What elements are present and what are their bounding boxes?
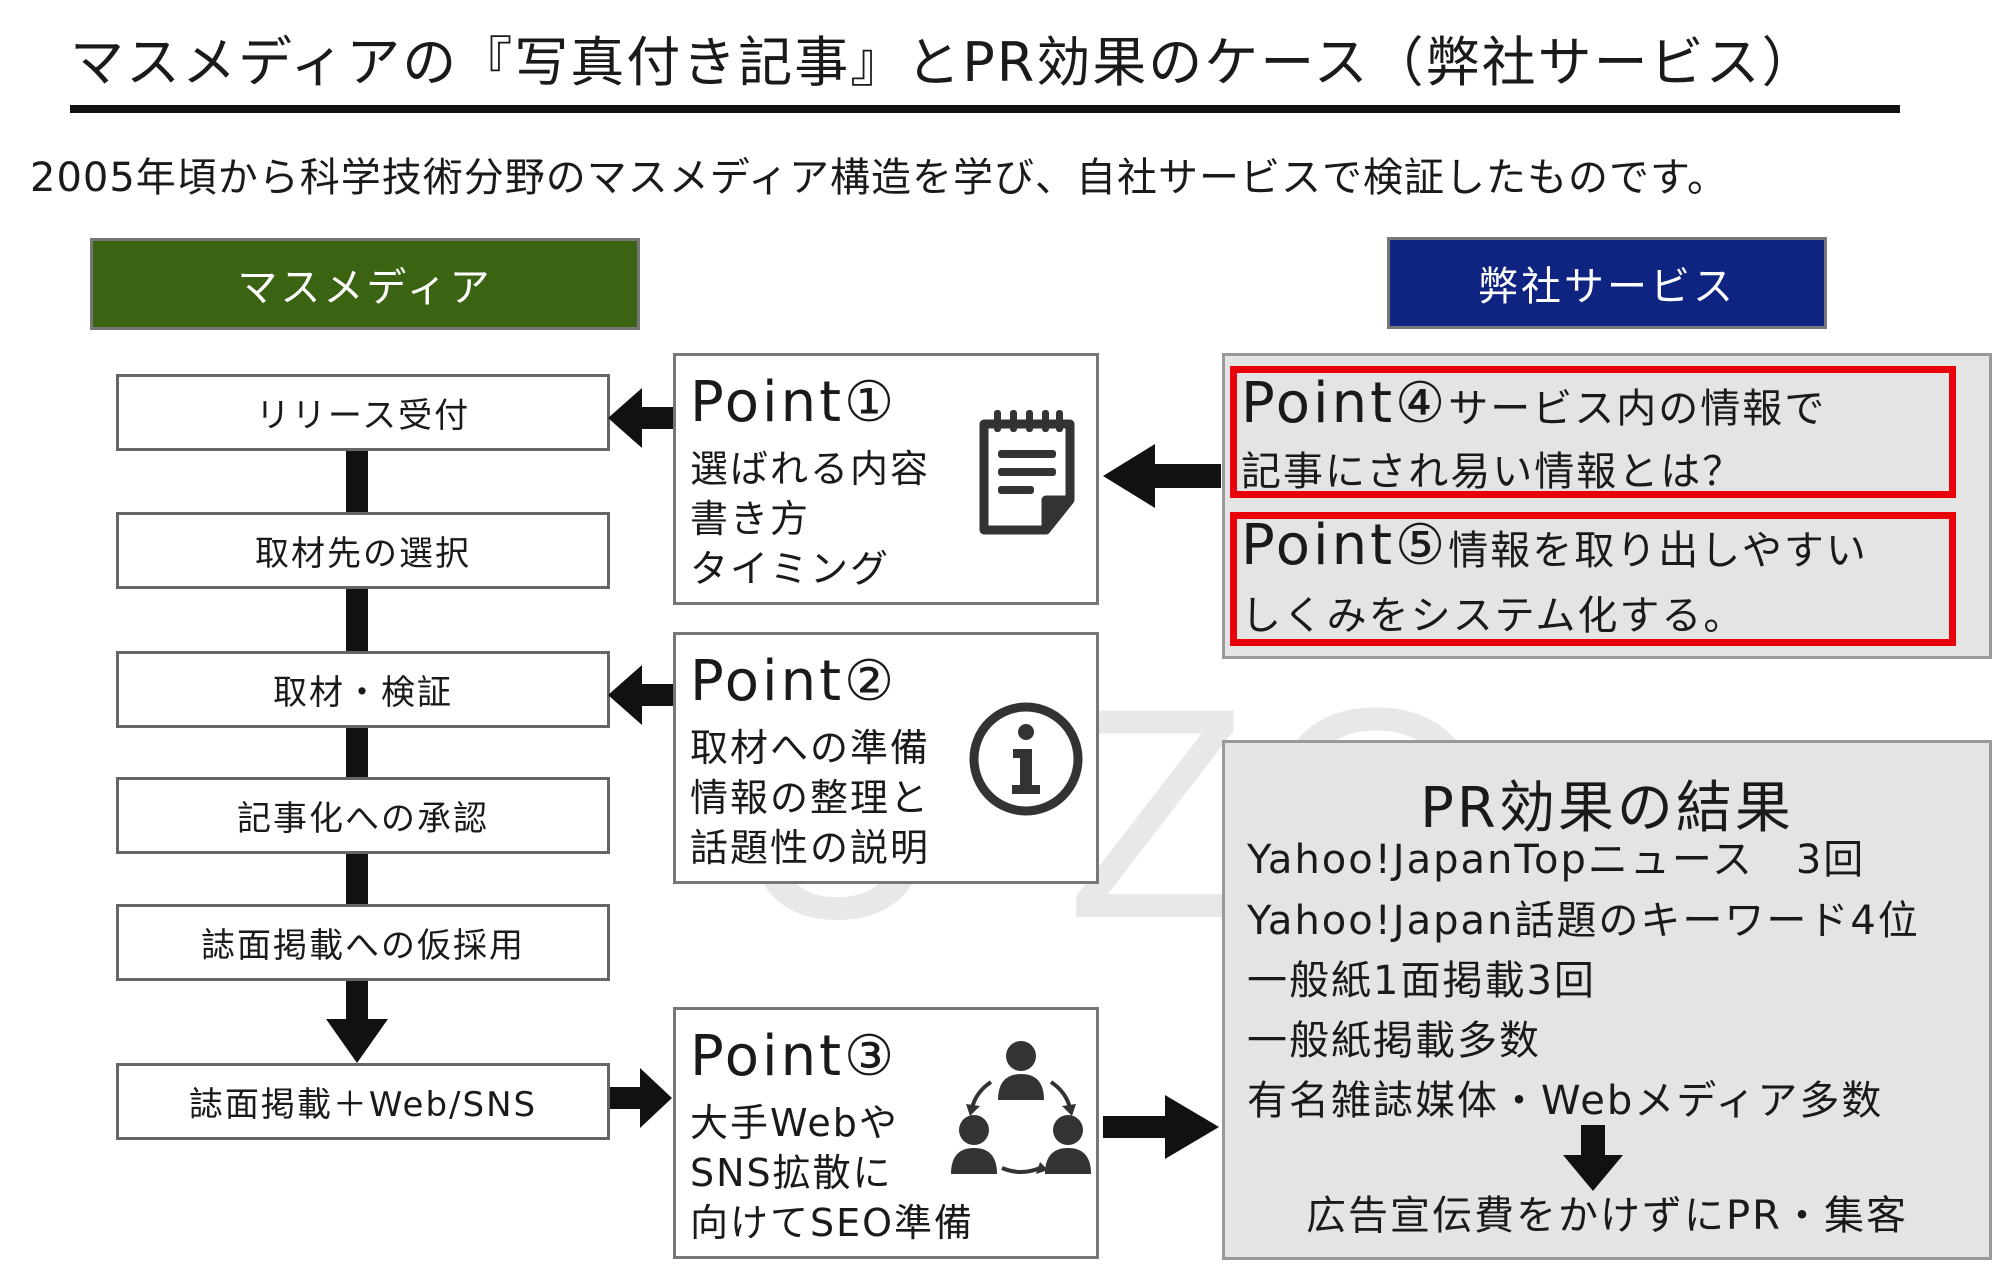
flow-connector [346,728,368,777]
flow-step-publication: 誌面掲載＋Web/SNS [116,1063,610,1140]
arrow-left-icon [608,665,674,725]
result-item: 有名雑誌媒体・Webメディア多数 [1247,1078,1884,1124]
point-label: Point① [690,370,898,435]
flow-connector [346,981,368,1021]
service-points-panel [1222,353,1992,659]
point-line: 情報を取り出しやすい [1448,528,1868,574]
result-item: 一般紙掲載多数 [1247,1018,1541,1064]
result-item: Yahoo!JapanTopニュース 3回 [1247,837,1866,883]
point-line: SNS拡散に [690,1151,893,1195]
point-line: 情報の整理と [690,776,931,820]
mass-media-header: マスメディア [90,238,640,330]
flow-connector [346,589,368,651]
flow-step-release: リリース受付 [116,374,610,451]
point-line: 記事にされ易い情報とは？ [1241,449,1745,495]
point-line: 取材への準備 [690,726,931,770]
service-point-box-4: Point④サービス内の情報で 記事にされ易い情報とは？ [1230,366,1956,498]
result-title: PR効果の結果 [1420,776,1794,841]
info-icon [969,702,1083,816]
point-box-3: Point③ 大手Webや SNS拡散に 向けてSEO準備 [673,1007,1099,1259]
arrow-left-icon [608,388,674,448]
flow-step-tentative-adoption: 誌面掲載への仮採用 [116,904,610,981]
flow-connector [346,450,368,512]
point-line: 話題性の説明 [690,826,931,870]
people-cycle-icon [951,1041,1091,1174]
pr-result-panel: PR効果の結果 Yahoo!JapanTopニュース 3回 Yahoo!Japa… [1222,740,1992,1260]
point-line: 大手Webや [690,1101,899,1145]
point-label: Point④ [1241,371,1449,436]
point-box-2: Point② 取材への準備 情報の整理と 話題性の説明 [673,632,1099,884]
arrow-right-icon [610,1068,672,1128]
point-line: 向けてSEO準備 [690,1201,975,1245]
flow-connector [346,854,368,904]
arrow-left-icon [1103,444,1221,508]
point-line: 書き方 [690,497,811,541]
flow-step-interview: 取材・検証 [116,651,610,728]
our-service-header: 弊社サービス [1387,237,1827,329]
arrow-down-icon [1563,1125,1623,1191]
page-subtitle: 2005年頃から科学技術分野のマスメディア構造を学び、自社サービスで検証したもの… [30,155,1728,201]
arrow-right-icon [1103,1095,1219,1159]
point-box-1: Point① 選ばれる内容 書き方 タイミング [673,353,1099,605]
service-point-box-5: Point⑤情報を取り出しやすい しくみをシステム化する。 [1230,512,1956,646]
flow-step-source-selection: 取材先の選択 [116,512,610,589]
result-conclusion: 広告宣伝費をかけずにPR・集客 [1306,1193,1908,1239]
title-underline [70,105,1900,113]
point-line: しくみをシステム化する。 [1241,593,1746,639]
point-label: Point③ [690,1024,898,1089]
point-label: Point② [690,649,898,714]
notepad-icon [979,410,1075,535]
page-title: マスメディアの『写真付き記事』とPR効果のケース（弊社サービス） [70,31,1818,94]
point-line: サービス内の情報で [1448,386,1827,432]
flow-step-approval: 記事化への承認 [116,777,610,854]
point-label: Point⑤ [1241,513,1449,578]
result-item: 一般紙1面掲載3回 [1247,958,1596,1004]
point-line: タイミング [690,547,891,591]
point-line: 選ばれる内容 [690,447,931,491]
flow-down-arrow [326,1019,388,1063]
result-item: Yahoo!Japan話題のキーワード4位 [1247,898,1920,944]
